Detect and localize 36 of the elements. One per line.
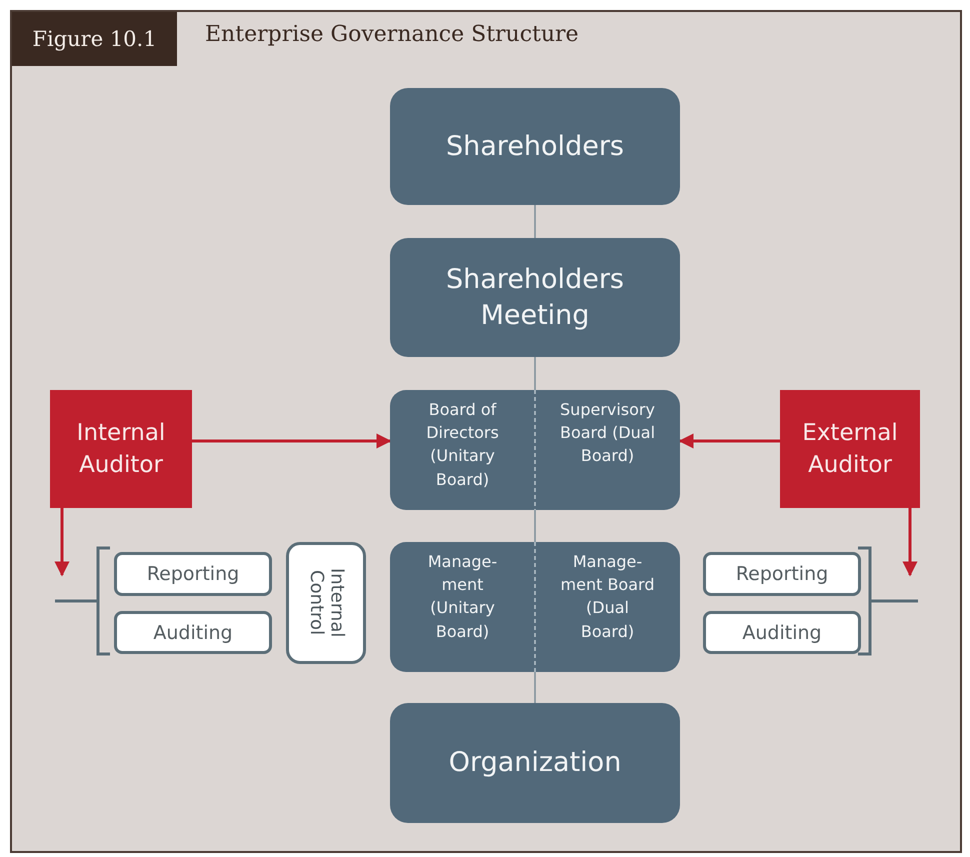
box-label: Auditing [153, 622, 233, 644]
box-label: Manage- ment (Unitary Board) [428, 552, 498, 641]
figure-title: Enterprise Governance Structure [205, 22, 579, 47]
activity-box [703, 552, 861, 596]
box-label: Internal Auditor [76, 418, 166, 480]
activity-box [114, 611, 272, 654]
process-box [390, 88, 680, 205]
box-label: Auditing [742, 622, 822, 644]
connector-line [534, 672, 536, 703]
auditor-box [50, 390, 192, 508]
box-label: Internal Control [305, 567, 347, 640]
box-label: External Auditor [801, 418, 899, 480]
figure-number: Figure 10.1 [12, 12, 177, 66]
activity-box [703, 611, 861, 654]
connector-line [534, 510, 536, 542]
arrow [192, 434, 392, 448]
auditor-box [780, 390, 920, 508]
split-box [390, 390, 680, 510]
box-label: Supervisory Board (Dual Board) [560, 400, 656, 466]
arrow [678, 434, 780, 448]
control-box [286, 542, 366, 664]
box-label: Reporting [146, 563, 240, 585]
box-label: Shareholders [446, 130, 624, 164]
box-label: Shareholders Meeting [445, 263, 625, 332]
activity-box [114, 552, 272, 596]
box-label: Manage- ment Board (Dual Board) [560, 552, 654, 641]
split-box [390, 542, 680, 672]
process-box [390, 238, 680, 357]
box-label: Board of Directors (Unitary Board) [426, 400, 499, 489]
process-box [390, 703, 680, 823]
arrow [902, 508, 918, 576]
connector-line [534, 205, 536, 238]
arrow [54, 508, 70, 576]
connector-line [534, 357, 536, 390]
box-label: Organization [448, 746, 622, 780]
box-label: Reporting [736, 563, 828, 585]
